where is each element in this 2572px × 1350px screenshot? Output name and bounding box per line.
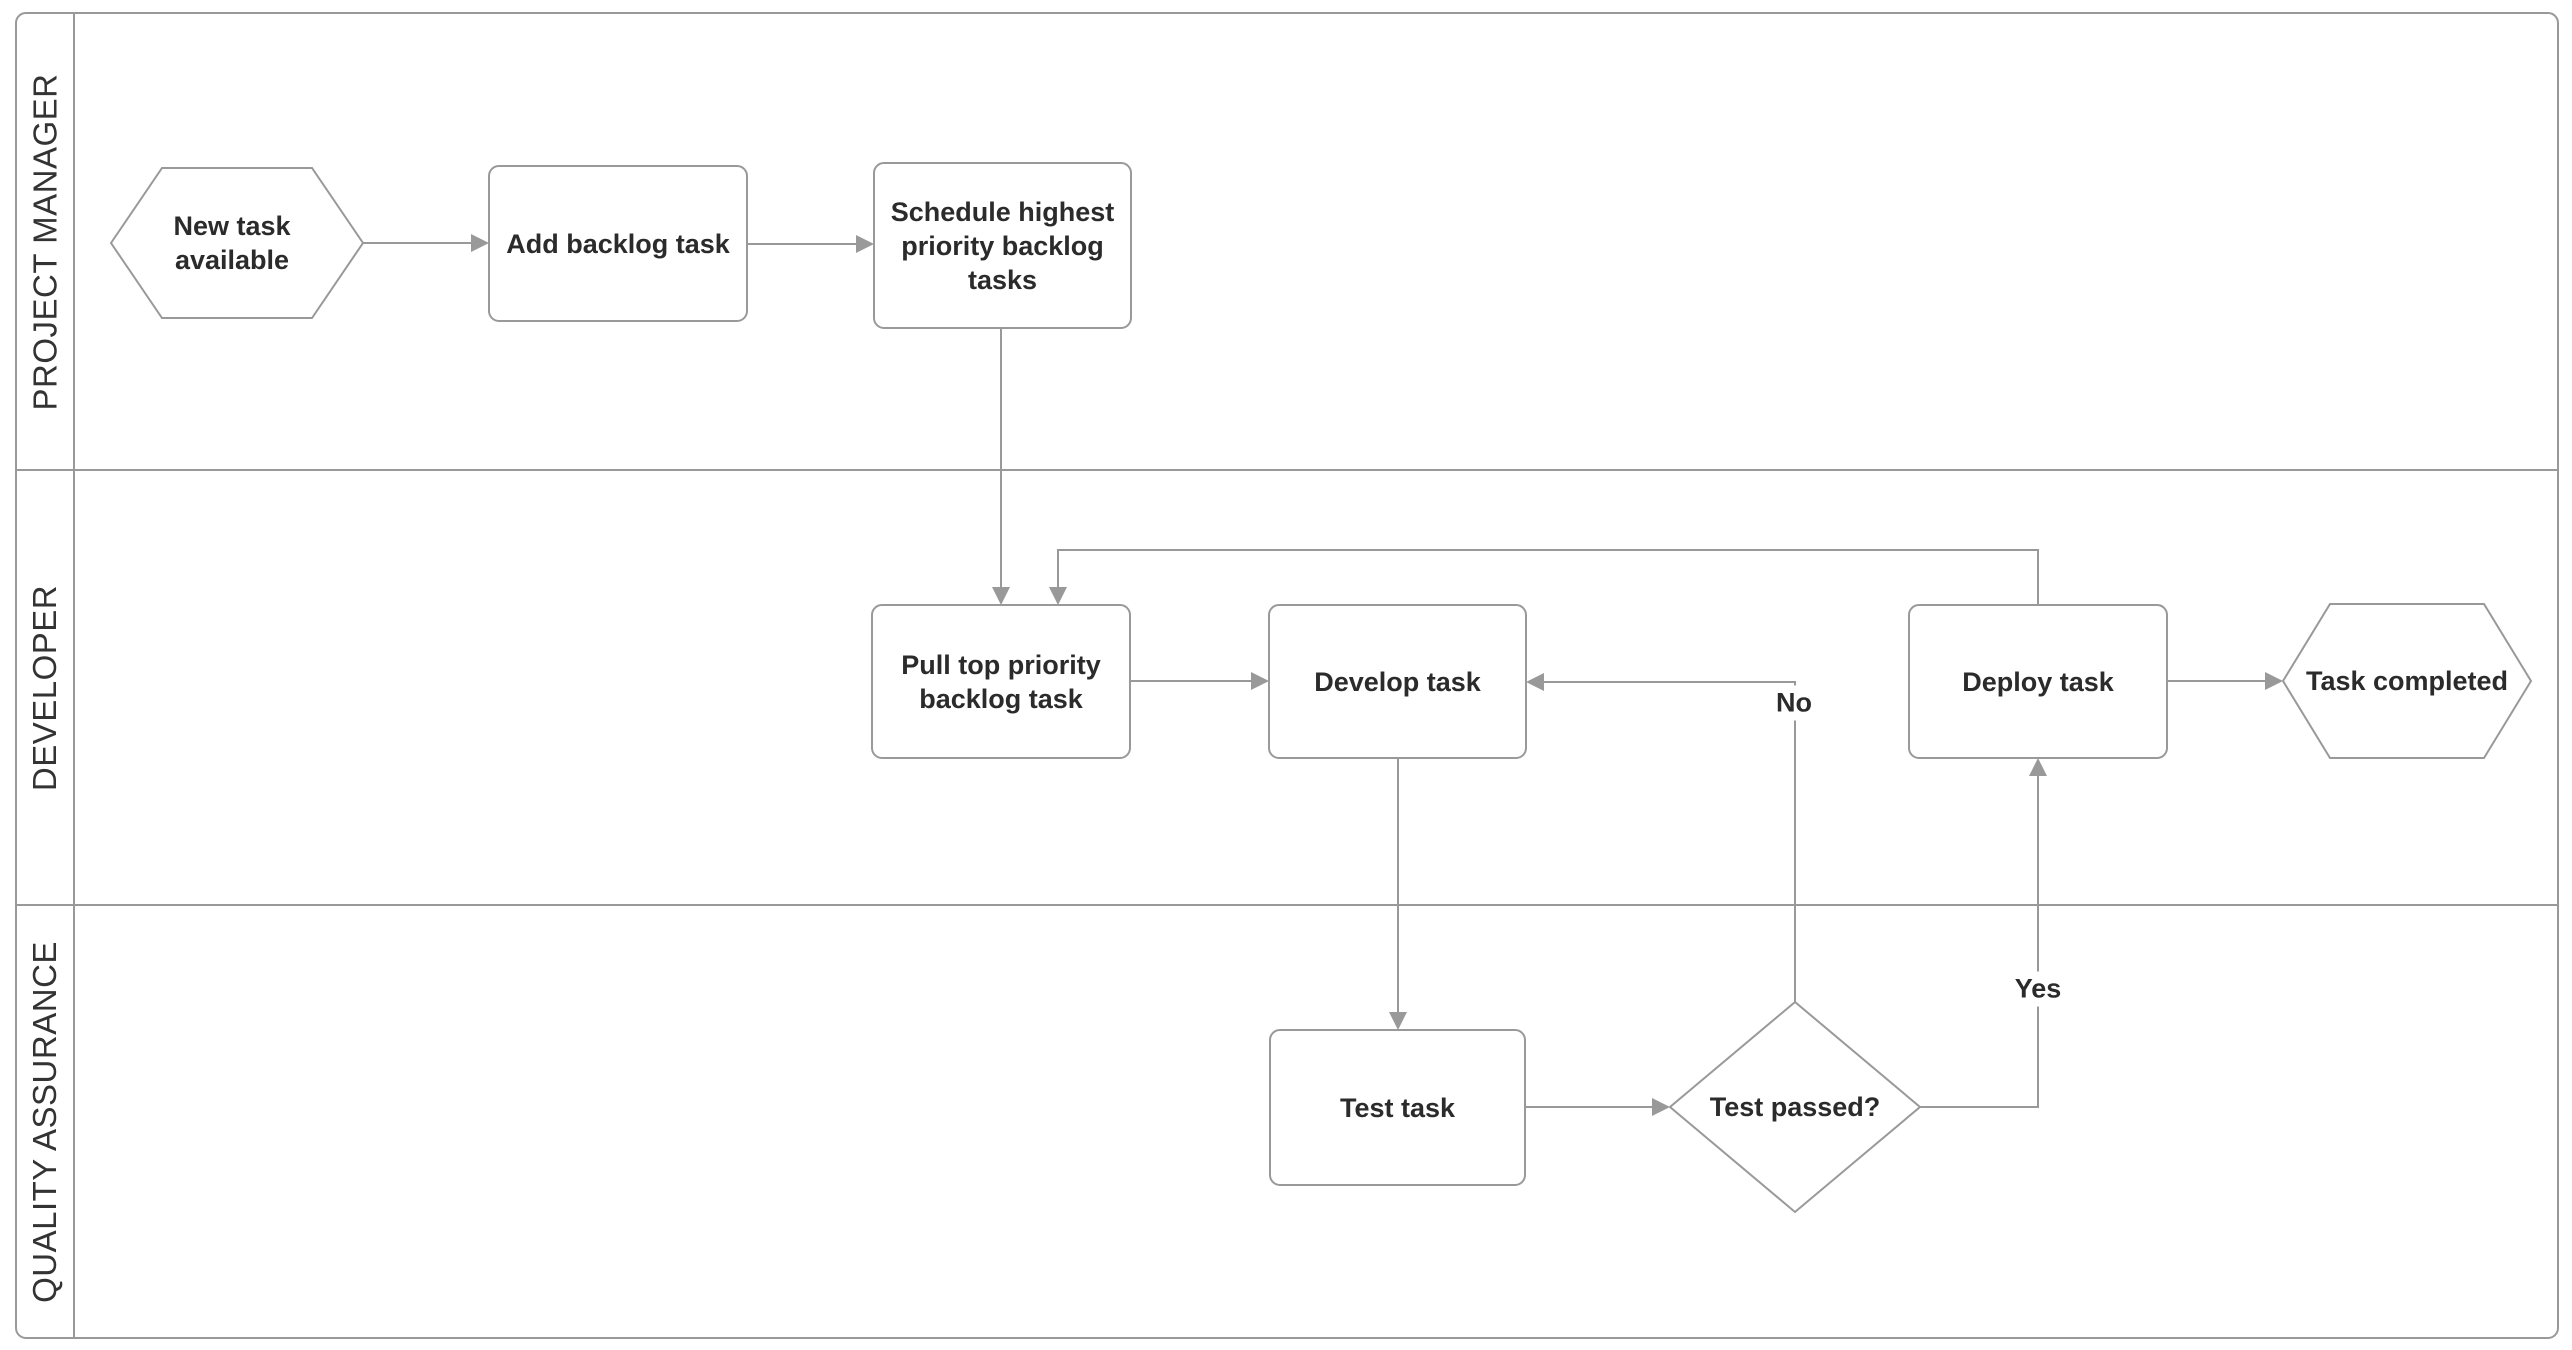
lane-label-project-manager: PROJECT MANAGER: [26, 73, 63, 410]
node-test-passed-label: Test passed?: [1709, 1092, 1881, 1122]
shape-outlines: [109, 162, 2533, 1214]
node-schedule-highest-shape: [873, 162, 1132, 329]
node-task-completed-shape: [2281, 603, 2533, 759]
arrowheads: [471, 234, 2283, 1116]
edge-deploy-to-pull-loop: [1057, 549, 2039, 605]
diagram-outer-border: [15, 12, 2559, 1339]
node-test-task-label: Test task: [1339, 1092, 1456, 1123]
node-develop-task-label: Develop task: [1314, 666, 1481, 697]
lane-header-quality-assurance: QUALITY ASSURANCE: [16, 905, 74, 1338]
node-test-passed-shape: [1668, 1000, 1922, 1214]
lane-header-project-manager: PROJECT MANAGER: [16, 13, 74, 470]
arrowhead-into-test: [1389, 1012, 1407, 1030]
arrowhead-into-pull-from-schedule: [992, 587, 1010, 605]
arrowhead-into-pull-from-deploy: [1049, 587, 1067, 605]
node-new-task-available-label: New task available: [173, 211, 291, 275]
edge-label-no: No: [1768, 685, 1820, 721]
arrowhead-into-schedule: [856, 235, 874, 253]
node-deploy-task-label: Deploy task: [1962, 666, 2114, 697]
node-pull-top-priority-label: Pull top priority backlog task: [901, 649, 1101, 714]
edge-testpassed-yes-to-deploy: [1920, 776, 2039, 1108]
edge-testpassed-no-to-develop: [1544, 681, 1796, 1002]
lane-header-developer: DEVELOPER: [16, 470, 74, 905]
node-schedule-highest-label: Schedule highest priority backlog tasks: [890, 196, 1115, 295]
lane-label-developer: DEVELOPER: [26, 584, 63, 791]
lane-frame: [15, 12, 2559, 1339]
arrowhead-into-develop-from-no: [1526, 673, 1544, 691]
connectors: [363, 242, 2265, 1108]
arrowhead-into-testpassed: [1652, 1098, 1670, 1116]
arrowhead-into-deploy-from-yes: [2029, 758, 2047, 776]
lane-label-quality-assurance: QUALITY ASSURANCE: [26, 940, 63, 1303]
arrowhead-into-develop-from-pull: [1251, 672, 1269, 690]
node-task-completed-label: Task completed: [2305, 666, 2509, 696]
arrowhead-into-taskcompleted: [2265, 672, 2283, 690]
node-add-backlog-task-label: Add backlog task: [506, 228, 730, 259]
arrowhead-into-addbacklog: [471, 234, 489, 252]
edge-label-yes: Yes: [2006, 971, 2070, 1007]
